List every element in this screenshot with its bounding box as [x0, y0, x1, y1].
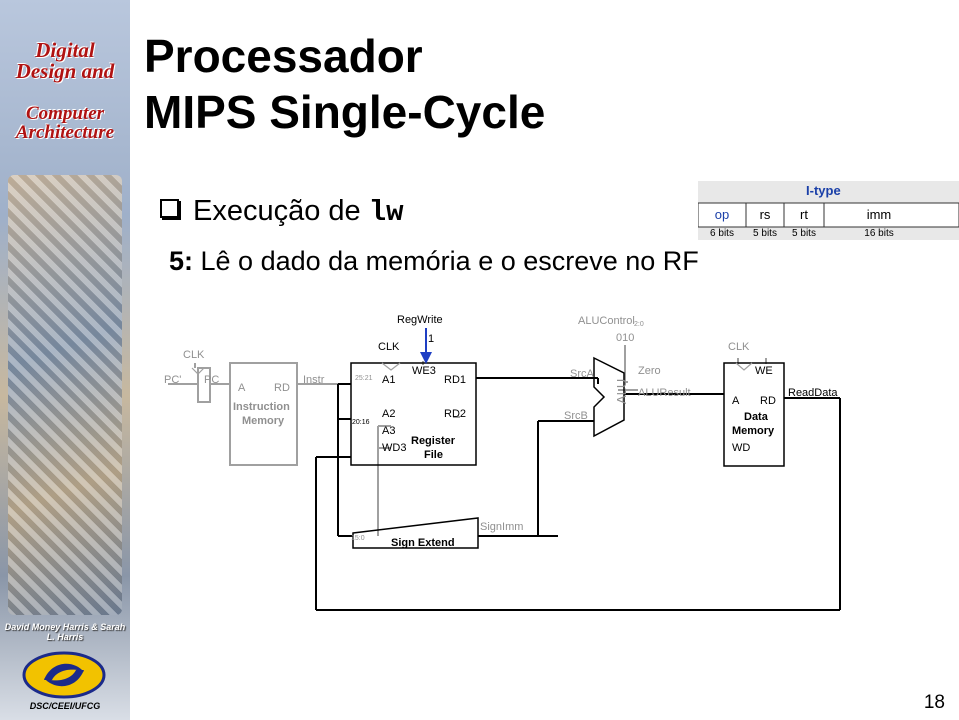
logo-caption: DSC/CEEI/UFCG	[29, 701, 101, 711]
datapath-diagram: CLK PC' PC A RD Instr SrcA SrcB Zero ALU…	[164, 314, 841, 611]
bullet-text: Execução de	[193, 195, 369, 227]
step-description: 5: Lê o dado da memória e o escreve no R…	[169, 246, 699, 277]
itype-bits-rs: 5 bits	[753, 228, 777, 239]
bits-20-16-label: 20:16	[352, 419, 370, 426]
rf-name-line1: Register	[411, 435, 456, 447]
srca-label: SrcA	[570, 368, 595, 380]
readdata-label: ReadData	[788, 387, 838, 399]
step-text: Lê o dado da memória e o escreve no RF	[193, 246, 699, 276]
itype-field-rt: rt	[800, 207, 808, 222]
dm-we-label: WE	[755, 365, 773, 377]
itype-bits-op: 6 bits	[710, 228, 734, 239]
dsc-logo-icon	[22, 651, 106, 699]
page-title-line2: MIPS Single-Cycle	[144, 86, 546, 138]
im-rd-label: RD	[274, 382, 290, 394]
rf-rd2-label: RD2	[444, 408, 466, 420]
sidebar-title-line2: Computer Architecture	[15, 103, 115, 143]
clk-label-dm: CLK	[728, 341, 750, 353]
checkbox-bullet-icon	[160, 199, 179, 218]
sidebar-book-cover: Digital Design and Computer Architecture…	[0, 0, 130, 720]
rf-wd3-label: WD3	[382, 442, 406, 454]
itype-bits-rt: 5 bits	[792, 228, 816, 239]
dm-wd-label: WD	[732, 442, 750, 454]
inactive-wires	[168, 345, 767, 536]
rf-name-line2: File	[424, 449, 443, 461]
im-name-line1: Instruction	[233, 401, 290, 413]
pc-prime-label: PC'	[164, 374, 181, 386]
bullet-instruction: lw	[368, 196, 404, 229]
alu-label: ALU	[614, 379, 629, 404]
alucontrol-label: ALUControl	[578, 315, 635, 327]
cover-illustration	[8, 175, 122, 615]
page-number: 18	[923, 692, 945, 713]
regwrite-value: 1	[428, 333, 434, 345]
bullet-lw: Execução de lw	[160, 195, 404, 229]
alucontrol-value: 010	[616, 332, 634, 344]
zero-label: Zero	[638, 365, 661, 377]
sign-extend-label: Sign Extend	[391, 537, 455, 549]
dm-name-line1: Data	[744, 411, 769, 423]
signimm-label: SignImm	[480, 521, 523, 533]
im-name-line2: Memory	[242, 415, 285, 427]
dm-rd-label: RD	[760, 395, 776, 407]
clk-label-rf: CLK	[378, 341, 400, 353]
rf-we3-label: WE3	[412, 365, 436, 377]
rf-a2-label: A2	[382, 408, 395, 420]
bits-15-0-label: 15:0	[351, 535, 365, 542]
instr-label: Instr	[303, 374, 325, 386]
rf-a1-label: A1	[382, 374, 395, 386]
itype-bits-imm: 16 bits	[864, 228, 893, 239]
step-number: 5:	[169, 246, 194, 276]
regwrite-label: RegWrite	[397, 314, 443, 326]
clk-label-pc: CLK	[183, 349, 205, 361]
page-title-line1: Processador	[144, 30, 423, 82]
itype-field-imm: imm	[867, 207, 892, 222]
alucontrol-sub-label: 2:0	[634, 321, 644, 328]
itype-field-op: op	[715, 207, 729, 222]
sidebar-authors: David Money Harris & Sarah L. Harris	[4, 622, 126, 642]
active-wires	[315, 356, 841, 611]
im-a-label: A	[238, 382, 246, 394]
sidebar-title-line1: Digital Design and	[15, 38, 115, 83]
rf-a3-label: A3	[382, 425, 395, 437]
aluresult-label: ALUResult	[638, 387, 691, 399]
itype-title: I-type	[806, 183, 841, 198]
dm-a-label: A	[732, 395, 740, 407]
page-title: Processador MIPS Single-Cycle	[144, 28, 545, 140]
regwrite-arrow-icon	[420, 352, 432, 364]
bits-25-21-label: 25:21	[355, 375, 373, 382]
dm-name-line2: Memory	[732, 425, 775, 437]
srcb-label: SrcB	[564, 410, 588, 422]
itype-format-table: op rs rt imm 6 bits 5 bits 5 bits 16 bit…	[698, 181, 959, 240]
pc-label: PC	[204, 374, 219, 386]
itype-field-rs: rs	[760, 207, 771, 222]
rf-rd1-label: RD1	[444, 374, 466, 386]
